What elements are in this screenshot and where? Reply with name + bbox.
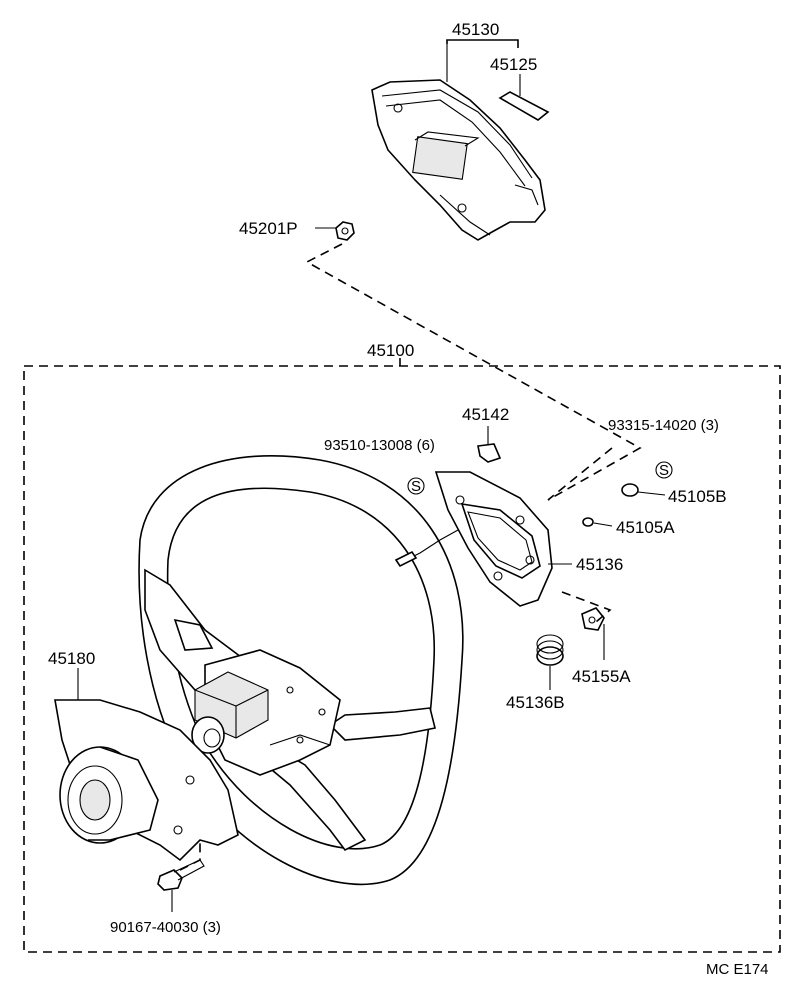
label-93315: 93315-14020 (3) bbox=[608, 417, 719, 434]
svg-text:S: S bbox=[659, 462, 669, 479]
label-45136: 45136 bbox=[576, 555, 623, 574]
label-45105B: 45105B bbox=[668, 487, 727, 506]
dashed-path-screws bbox=[547, 447, 613, 501]
washer-45105A bbox=[582, 517, 613, 527]
assembly-boundary bbox=[23, 358, 781, 953]
label-45201P: 45201P bbox=[239, 219, 298, 238]
nut-45201P bbox=[335, 221, 355, 241]
label-45105A: 45105A bbox=[616, 518, 675, 537]
bracket-45136 bbox=[434, 471, 553, 607]
spring-45136B bbox=[536, 634, 564, 690]
horn-wire bbox=[394, 529, 459, 568]
label-90167: 90167-40030 (3) bbox=[110, 919, 221, 936]
label-45100: 45100 bbox=[367, 341, 414, 360]
label-45142: 45142 bbox=[462, 405, 509, 424]
label-93510: 93510-13008 (6) bbox=[324, 437, 435, 454]
label-45180: 45180 bbox=[48, 649, 95, 668]
screw-mark-93315: S bbox=[655, 461, 673, 479]
label-45125: 45125 bbox=[490, 55, 537, 74]
label-45155A: 45155A bbox=[572, 667, 631, 686]
steering-pad-45130 bbox=[371, 79, 546, 241]
part-labels: 45130 45125 45201P 45100 45142 93510-130… bbox=[48, 20, 769, 978]
svg-text:S: S bbox=[411, 478, 421, 495]
label-45136B: 45136B bbox=[506, 693, 565, 712]
steering-boss-45180 bbox=[54, 668, 239, 862]
label-45130: 45130 bbox=[452, 20, 499, 39]
bolt-90167 bbox=[157, 840, 205, 912]
emblem-45125 bbox=[498, 91, 550, 121]
dashed-path-nut bbox=[305, 243, 642, 501]
diagram-code: MC E174 bbox=[706, 961, 769, 978]
leaders-top bbox=[315, 39, 521, 229]
contact-45155A bbox=[561, 591, 612, 660]
screw-mark-93510: S bbox=[407, 477, 425, 495]
nut-45105B bbox=[621, 483, 666, 497]
clip-45142 bbox=[477, 426, 502, 463]
